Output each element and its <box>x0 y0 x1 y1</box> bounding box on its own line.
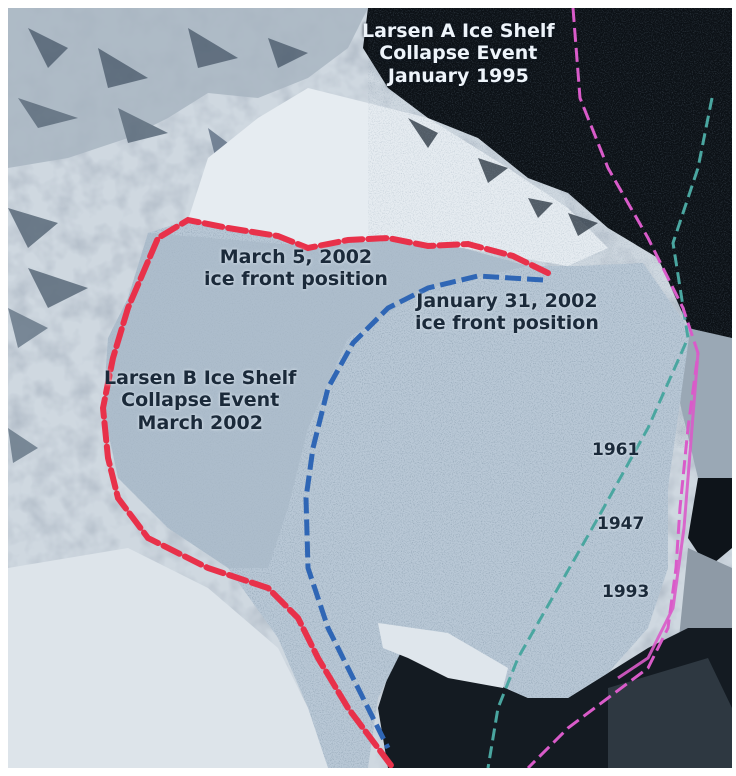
larsen-b-title-line3: March 2002 <box>137 411 263 434</box>
satellite-map: Larsen A Ice Shelf Collapse Event Januar… <box>8 8 732 768</box>
ice-front-1947-line <box>526 8 700 768</box>
jan31-front-label: January 31, 2002 ice front position <box>415 290 599 335</box>
year-1947-label: 1947 <box>597 514 645 534</box>
ice-front-1961-line <box>486 97 714 768</box>
ice-front-jan31-2002-line <box>303 273 544 750</box>
march5-front-label-line1: March 5, 2002 <box>219 246 373 268</box>
larsen-a-title-line3: January 1995 <box>387 64 529 87</box>
march5-front-label-line2: ice front position <box>204 268 388 291</box>
iceberg <box>378 623 508 688</box>
larsen-a-title-line2: Collapse Event <box>379 42 538 65</box>
jan31-front-label-line1: January 31, 2002 <box>416 290 598 312</box>
larsen-b-title: Larsen B Ice Shelf Collapse Event March … <box>104 367 296 434</box>
larsen-a-title-line1: Larsen A Ice Shelf <box>362 20 555 42</box>
larsen-b-title-line1: Larsen B Ice Shelf <box>104 367 297 389</box>
jan31-front-label-line2: ice front position <box>415 312 599 335</box>
march5-front-label: March 5, 2002 ice front position <box>204 246 388 291</box>
ice-front-march5-2002-line <box>99 216 551 768</box>
larsen-a-title: Larsen A Ice Shelf Collapse Event Januar… <box>362 20 555 87</box>
year-1993-label: 1993 <box>602 582 650 602</box>
map-image <box>8 8 732 768</box>
year-1961-label: 1961 <box>592 440 640 460</box>
larsen-b-title-line2: Collapse Event <box>121 389 280 412</box>
ice-front-1993-line <box>617 352 700 680</box>
